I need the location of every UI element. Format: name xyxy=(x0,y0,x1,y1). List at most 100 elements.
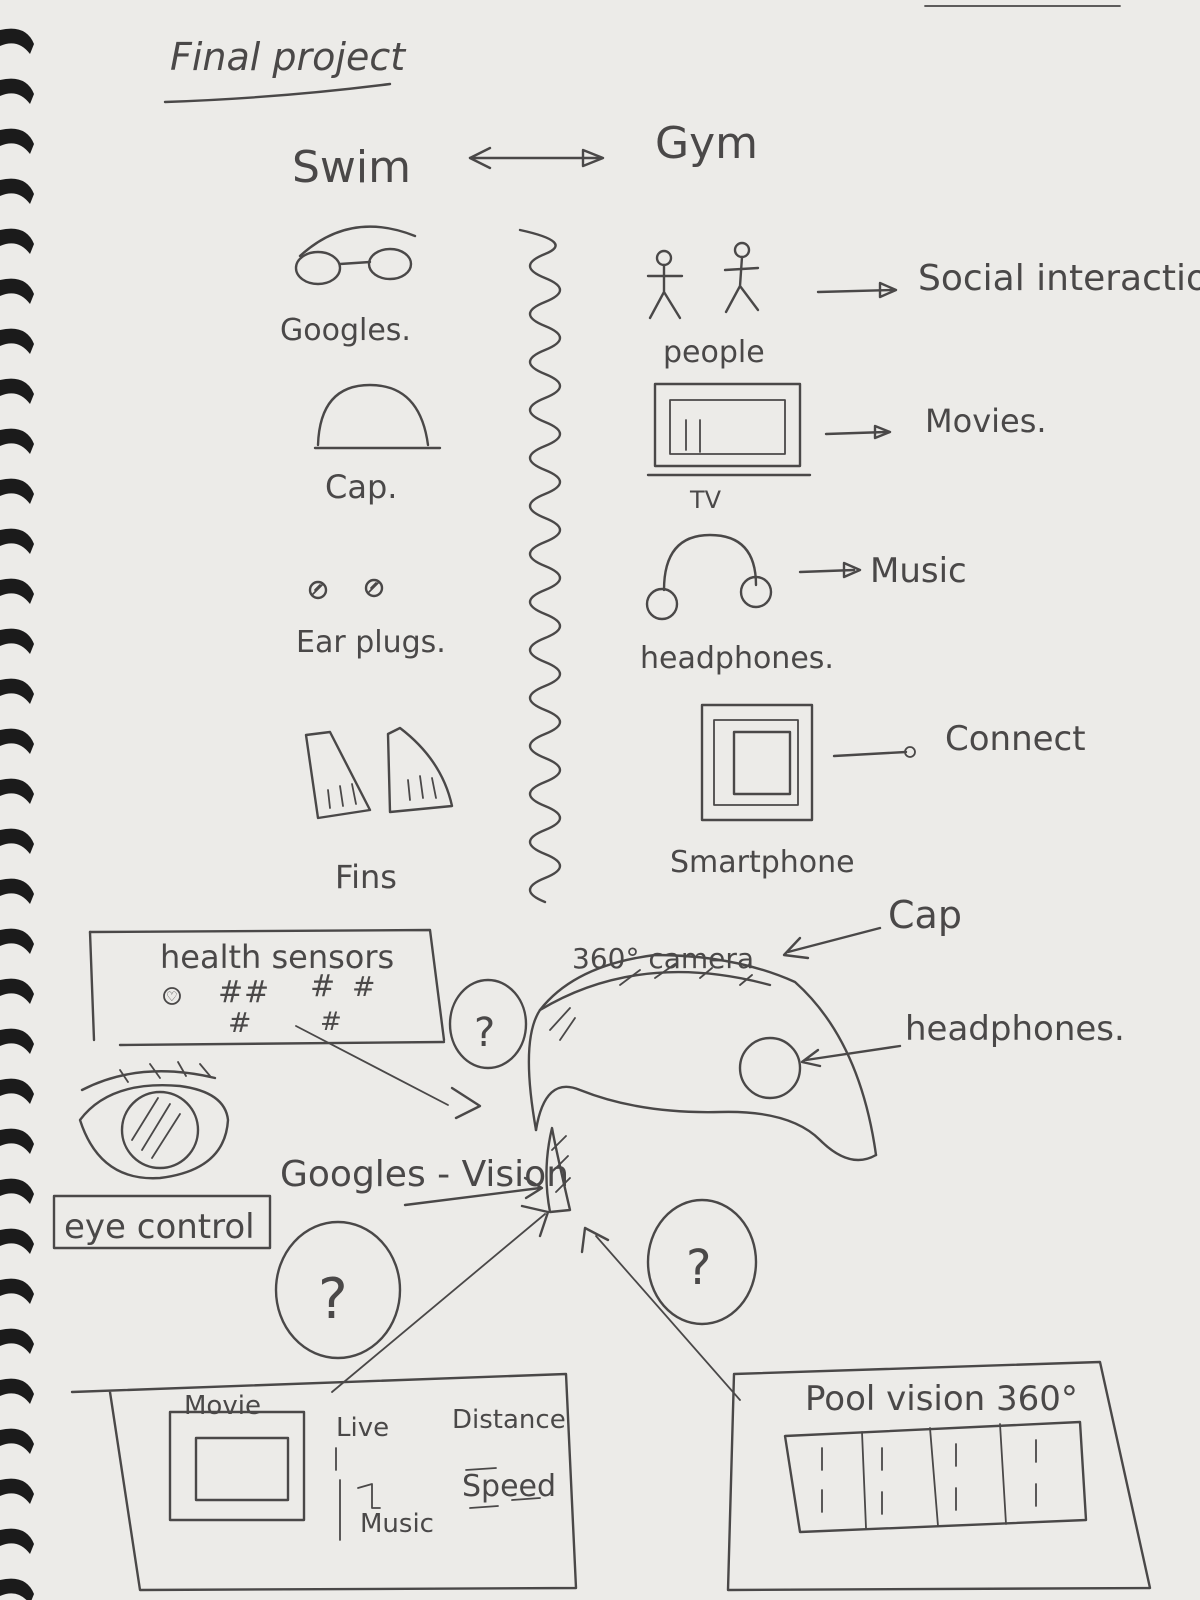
fins-label: Fins xyxy=(335,858,397,896)
health-sensors-title: health sensors xyxy=(160,938,394,976)
title-underline xyxy=(163,82,392,104)
health-mark: # xyxy=(310,969,335,1004)
goggle-lens xyxy=(545,1126,572,1214)
distance-label: Distance xyxy=(452,1405,566,1435)
health-mark: # xyxy=(228,1006,251,1039)
spiral-ring xyxy=(0,1478,34,1504)
heart-icon: ♡ xyxy=(166,990,178,1005)
health-mark: # xyxy=(244,975,269,1010)
headphone-ear-cup xyxy=(738,1036,802,1100)
health-mark: # xyxy=(352,970,375,1003)
question-bubble: ? xyxy=(646,1198,758,1326)
people-icon xyxy=(646,241,760,320)
smartphone-icon xyxy=(700,703,814,822)
goggles-label: Googles. xyxy=(280,313,411,348)
fins-icon xyxy=(304,726,454,820)
spiral-ring xyxy=(0,1578,34,1600)
question-mark: ? xyxy=(474,1010,495,1056)
eye-control-label: eye control xyxy=(64,1207,255,1247)
wavy-divider xyxy=(518,228,562,904)
camera-arrow xyxy=(782,926,882,960)
spiral-ring xyxy=(0,428,34,454)
page-title: Final project xyxy=(170,35,407,79)
spiral-ring xyxy=(0,978,34,1004)
spiral-ring xyxy=(0,78,34,104)
spiral-binding xyxy=(0,28,34,1600)
smartphone-arrow xyxy=(832,746,916,758)
spiral-ring xyxy=(0,578,34,604)
music-panel-label: Music xyxy=(360,1509,434,1539)
gym-heading: Gym xyxy=(655,118,758,169)
smartphone-label: Smartphone xyxy=(670,845,855,880)
people-arrow xyxy=(816,281,898,299)
tv-icon xyxy=(646,382,812,477)
spiral-ring xyxy=(0,478,34,504)
music-text: Music xyxy=(870,551,967,591)
movie-label: Movie xyxy=(184,1391,261,1421)
goggles-icon xyxy=(294,225,417,286)
ear-plugs-icon xyxy=(308,578,384,600)
health-sensors-box xyxy=(88,928,446,1047)
spiral-ring xyxy=(0,1078,34,1104)
headphones-annotation: headphones. xyxy=(905,1009,1125,1049)
live-label: Live xyxy=(336,1413,389,1443)
swim-heading: Swim xyxy=(292,142,411,193)
health-pointer-line xyxy=(295,1025,449,1106)
headphones-pointer xyxy=(800,1044,902,1068)
spiral-ring xyxy=(0,328,34,354)
headphones-item-label: headphones. xyxy=(640,641,834,676)
spiral-ring xyxy=(0,1178,34,1204)
cap-icon xyxy=(313,383,442,450)
spiral-ring xyxy=(0,878,34,904)
health-mark: # xyxy=(320,1007,342,1037)
spiral-ring xyxy=(0,1328,34,1354)
spiral-ring xyxy=(0,228,34,254)
spiral-ring xyxy=(0,28,34,54)
people-label: people xyxy=(663,335,765,370)
tv-label: TV xyxy=(689,486,722,514)
goggles-vision-label: Googles - Vision xyxy=(280,1154,569,1195)
spiral-ring xyxy=(0,828,34,854)
spiral-ring xyxy=(0,1378,34,1404)
spiral-ring xyxy=(0,1528,34,1554)
eye-control-box xyxy=(52,1194,272,1250)
spiral-ring xyxy=(0,1278,34,1304)
camera-label: 360° camera xyxy=(572,942,754,975)
pool-to-goggles-arrow xyxy=(580,1226,741,1401)
headphones-arrow xyxy=(798,561,862,579)
headphones-icon xyxy=(645,533,773,621)
cap-annotation: Cap xyxy=(888,893,962,937)
movies-text: Movies. xyxy=(925,402,1047,440)
health-mark: # xyxy=(218,975,243,1010)
tv-arrow xyxy=(824,424,892,440)
double-arrow xyxy=(468,146,605,170)
ear-plugs-label: Ear plugs. xyxy=(296,625,446,660)
spiral-ring xyxy=(0,178,34,204)
spiral-ring xyxy=(0,278,34,304)
social-interaction-text: Social interaction xyxy=(918,258,1200,299)
helmet-outline xyxy=(527,953,878,1162)
spiral-ring xyxy=(0,728,34,754)
connect-text: Connect xyxy=(945,719,1086,759)
pool-vision-title: Pool vision 360° xyxy=(805,1379,1078,1419)
spiral-ring xyxy=(0,778,34,804)
pool-vision-panel xyxy=(726,1360,1152,1592)
spiral-ring xyxy=(0,378,34,404)
speed-label: Speed xyxy=(462,1469,556,1504)
screen-to-goggles-arrow xyxy=(331,1204,550,1393)
spiral-ring xyxy=(0,1228,34,1254)
spiral-ring xyxy=(0,128,34,154)
spiral-ring xyxy=(0,1128,34,1154)
question-bubble: ? xyxy=(448,978,528,1070)
cap-label: Cap. xyxy=(325,468,397,506)
spiral-ring xyxy=(0,1028,34,1054)
eye-icon xyxy=(78,1061,230,1180)
question-mark: ? xyxy=(686,1240,711,1296)
spiral-ring xyxy=(0,678,34,704)
question-bubble: ? xyxy=(274,1220,402,1360)
spiral-ring xyxy=(0,528,34,554)
goggles-vision-arrow xyxy=(403,1176,544,1207)
camera-band xyxy=(538,963,772,1041)
